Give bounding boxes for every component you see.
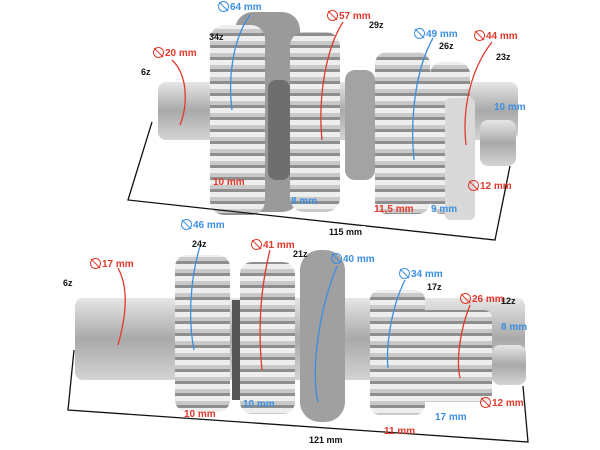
- diameter-icon: [218, 1, 229, 12]
- teeth-label: 26z: [439, 41, 454, 51]
- gear-12z: [420, 310, 492, 402]
- shaft-end: [480, 120, 516, 166]
- gear-26z: [375, 52, 430, 214]
- teeth-label: 24z: [192, 239, 207, 249]
- width-label: 10 mm: [243, 399, 275, 410]
- width-label: 11 mm: [384, 426, 416, 437]
- gear-29z: [290, 32, 340, 212]
- teeth-label: 12z: [501, 296, 516, 306]
- diameter-icon: [327, 10, 338, 21]
- teeth-label: 34z: [209, 32, 224, 42]
- length-label: 121 mm: [306, 434, 346, 446]
- gear-17z: [370, 290, 425, 415]
- diameter-label: 64 mm: [218, 1, 262, 14]
- diameter-label: 57 mm: [327, 10, 371, 23]
- width-label: 9 mm: [431, 204, 458, 215]
- teeth-label: 6z: [141, 67, 151, 77]
- diameter-icon: [460, 293, 471, 304]
- width-label: 8 mm: [501, 322, 528, 333]
- width-label: 10 mm: [213, 177, 245, 188]
- gear-34z: [210, 25, 265, 215]
- length-label: 115 mm: [326, 226, 366, 238]
- diameter-icon: [414, 28, 425, 39]
- teeth-label: 29z: [369, 20, 384, 30]
- width-label: 8 mm: [291, 196, 318, 207]
- width-label: 10 mm: [494, 102, 526, 113]
- diameter-label: 20 mm: [153, 47, 197, 60]
- teeth-label: 6z: [63, 278, 73, 288]
- diameter-icon: [474, 30, 485, 41]
- flange: [300, 250, 345, 422]
- diameter-icon: [181, 219, 192, 230]
- diameter-icon: [251, 239, 262, 250]
- diameter-label: 44 mm: [474, 30, 518, 43]
- bottom-shaft: [75, 250, 526, 422]
- diameter-label: 49 mm: [414, 28, 458, 41]
- diameter-label: 26 mm: [460, 293, 504, 306]
- teeth-label: 17z: [427, 282, 442, 292]
- diameter-icon: [480, 397, 491, 408]
- width-label: 17 mm: [435, 412, 467, 423]
- teeth-label: 23z: [496, 52, 511, 62]
- teeth-label: 21z: [293, 249, 308, 259]
- diameter-label: 12 mm: [468, 180, 512, 193]
- diameter-label: 46 mm: [181, 219, 225, 232]
- diameter-label: 34 mm: [399, 268, 443, 281]
- diameter-icon: [331, 253, 342, 264]
- top-shaft: [158, 12, 518, 220]
- diameter-label: 41 mm: [251, 239, 295, 252]
- shaft-end: [492, 345, 526, 385]
- collar: [345, 70, 375, 180]
- bracket: [445, 98, 475, 220]
- diameter-icon: [399, 268, 410, 279]
- dimension-lines: [67, 14, 529, 443]
- width-label: 11,5 mm: [374, 204, 414, 215]
- diameter-label: 17 mm: [90, 258, 134, 271]
- gear-24z: [175, 255, 230, 412]
- width-label: 10 mm: [184, 409, 216, 420]
- diameter-label: 12 mm: [480, 397, 524, 410]
- diameter-label: 40 mm: [331, 253, 375, 266]
- gear-21z: [240, 262, 295, 414]
- diameter-icon: [153, 47, 164, 58]
- diameter-icon: [468, 180, 479, 191]
- diameter-icon: [90, 258, 101, 269]
